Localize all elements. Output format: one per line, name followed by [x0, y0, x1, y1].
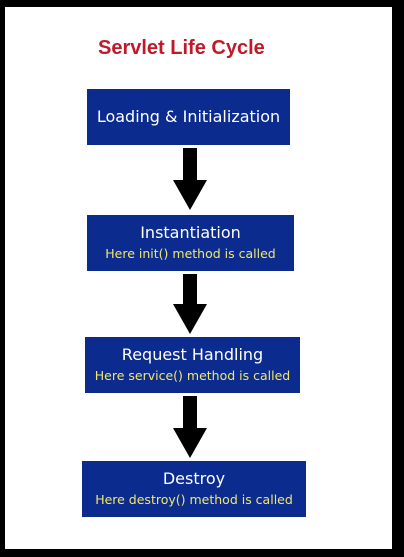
diagram-title: Servlet Life Cycle	[98, 37, 265, 59]
stage-note: Here init() method is called	[105, 246, 276, 261]
down-arrow-icon	[173, 274, 207, 334]
stage-note: Here service() method is called	[94, 368, 291, 383]
stage-note: Here destroy() method is called	[95, 492, 293, 507]
down-arrow-icon	[173, 396, 207, 458]
down-arrow-icon	[173, 148, 207, 210]
stage-label: Loading & Initialization	[96, 107, 281, 126]
stage-label: Destroy	[162, 469, 226, 488]
stage-label: Instantiation	[140, 223, 241, 242]
stage-label: Request Handling	[121, 345, 264, 364]
stage-request-handling: Request Handling Here service() method i…	[85, 337, 300, 393]
diagram-frame: Servlet Life Cycle Loading & Initializat…	[5, 7, 392, 549]
stage-loading-initialization: Loading & Initialization	[87, 89, 290, 145]
stage-destroy: Destroy Here destroy() method is called	[82, 461, 306, 517]
stage-instantiation: Instantiation Here init() method is call…	[87, 215, 294, 271]
